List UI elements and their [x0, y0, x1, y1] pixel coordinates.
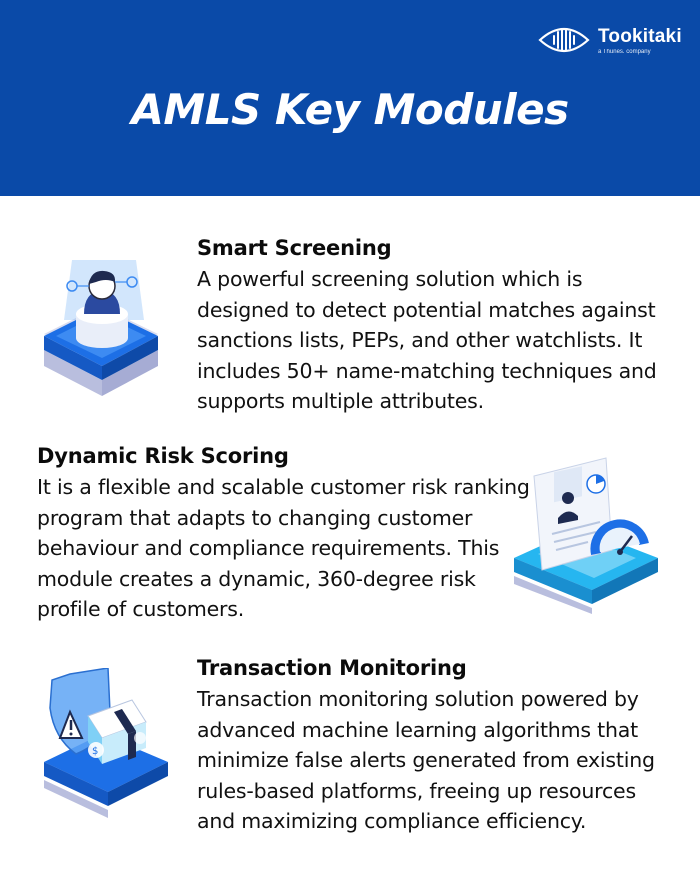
eye-logo-icon [538, 27, 590, 53]
text-line: rules-based platforms, freeing up resour… [197, 778, 636, 803]
module-description-transaction-monitoring: Transaction monitoring solution powered … [197, 684, 655, 837]
text-line: includes 50+ name-matching techniques an… [197, 358, 657, 383]
logo-name: Tookitaki [598, 26, 682, 47]
screening-person-icon [44, 260, 158, 396]
module-description-dynamic-risk-scoring: It is a flexible and scalable customer r… [37, 472, 530, 625]
shield-money-warning-icon: $ [44, 668, 168, 818]
text-line: supports multiple attributes. [197, 389, 484, 413]
text-line: A powerful screening solution which is [197, 267, 583, 291]
text-line: module creates a dynamic, 360-degree ris… [37, 566, 476, 591]
text-line: and maximizing compliance efficiency. [197, 809, 587, 833]
text-line: It is a flexible and scalable customer r… [37, 475, 530, 499]
text-line: designed to detect potential matches aga… [197, 297, 656, 322]
page-title: AMLS Key Modules [131, 85, 569, 134]
text-line: profile of customers. [37, 597, 245, 621]
header-banner: Tookitaki a Thunes. company AMLS Key Mod… [0, 0, 700, 196]
risk-gauge-profile-icon [514, 457, 658, 614]
tookitaki-logo: Tookitaki a Thunes. company [536, 20, 686, 60]
logo-tagline: a Thunes. company [598, 49, 651, 55]
svg-text:$: $ [92, 746, 98, 757]
text-line: Transaction monitoring solution powered … [197, 687, 639, 711]
text-line: advanced machine learning algorithms tha… [197, 717, 638, 742]
module-heading-dynamic-risk-scoring: Dynamic Risk Scoring [37, 444, 289, 468]
text-line: program that adapts to changing customer [37, 505, 473, 530]
module-heading-transaction-monitoring: Transaction Monitoring [197, 656, 467, 680]
text-line: minimize false alerts generated from exi… [197, 748, 655, 772]
module-description-smart-screening: A powerful screening solution which is d… [197, 264, 657, 417]
text-line: behaviour and compliance requirements. T… [37, 536, 500, 560]
text-line: sanctions lists, PEPs, and other watchli… [197, 328, 643, 352]
module-heading-smart-screening: Smart Screening [197, 236, 392, 260]
